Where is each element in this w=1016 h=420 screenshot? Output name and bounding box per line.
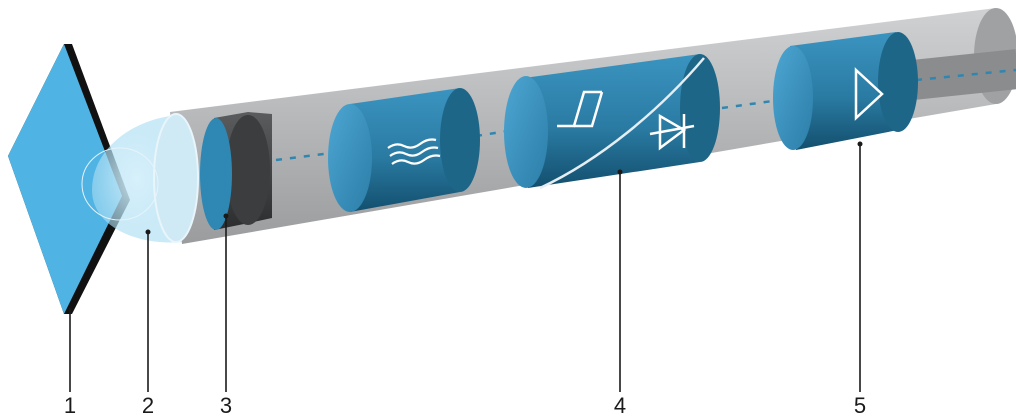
amplifier-stage <box>773 32 918 150</box>
leader-lines <box>69 144 861 392</box>
label-5: 5 <box>853 393 867 418</box>
comparator-stage <box>504 54 720 190</box>
filter-stage <box>328 88 480 212</box>
label-1: 1 <box>63 393 77 418</box>
amplifier-triangle-icon <box>854 67 884 121</box>
optical-ring <box>200 112 272 230</box>
wave-filter-icon <box>387 138 441 165</box>
label-3: 3 <box>219 393 233 418</box>
schmitt-trigger-icon <box>557 90 604 128</box>
leader-dots <box>145 141 863 235</box>
label-4: 4 <box>613 393 627 418</box>
target-plate <box>8 44 130 314</box>
diode-icon <box>649 113 695 151</box>
label-2: 2 <box>141 393 155 418</box>
light-cone <box>81 113 199 243</box>
